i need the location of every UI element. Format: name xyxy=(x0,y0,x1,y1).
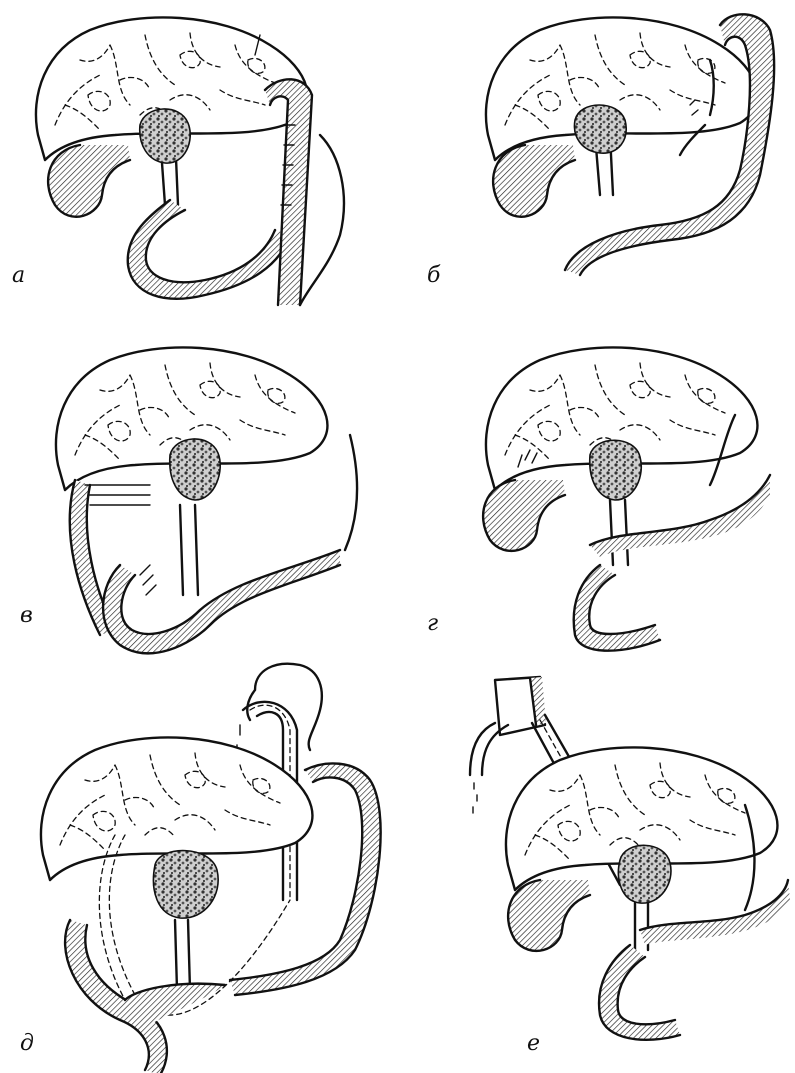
panel-f xyxy=(470,677,790,1040)
panel-d xyxy=(483,347,770,650)
panel-label-a: а xyxy=(12,263,25,288)
panel-c xyxy=(56,347,357,653)
panel-label-b: б xyxy=(427,263,441,288)
panel-label-e: д xyxy=(20,1031,34,1056)
panel-b xyxy=(486,14,774,275)
panel-a xyxy=(36,17,344,305)
panel-label-d: г xyxy=(427,611,438,636)
panel-label-c: в xyxy=(20,603,33,628)
panel-e xyxy=(41,664,381,1073)
panel-label-f: е xyxy=(527,1031,540,1056)
